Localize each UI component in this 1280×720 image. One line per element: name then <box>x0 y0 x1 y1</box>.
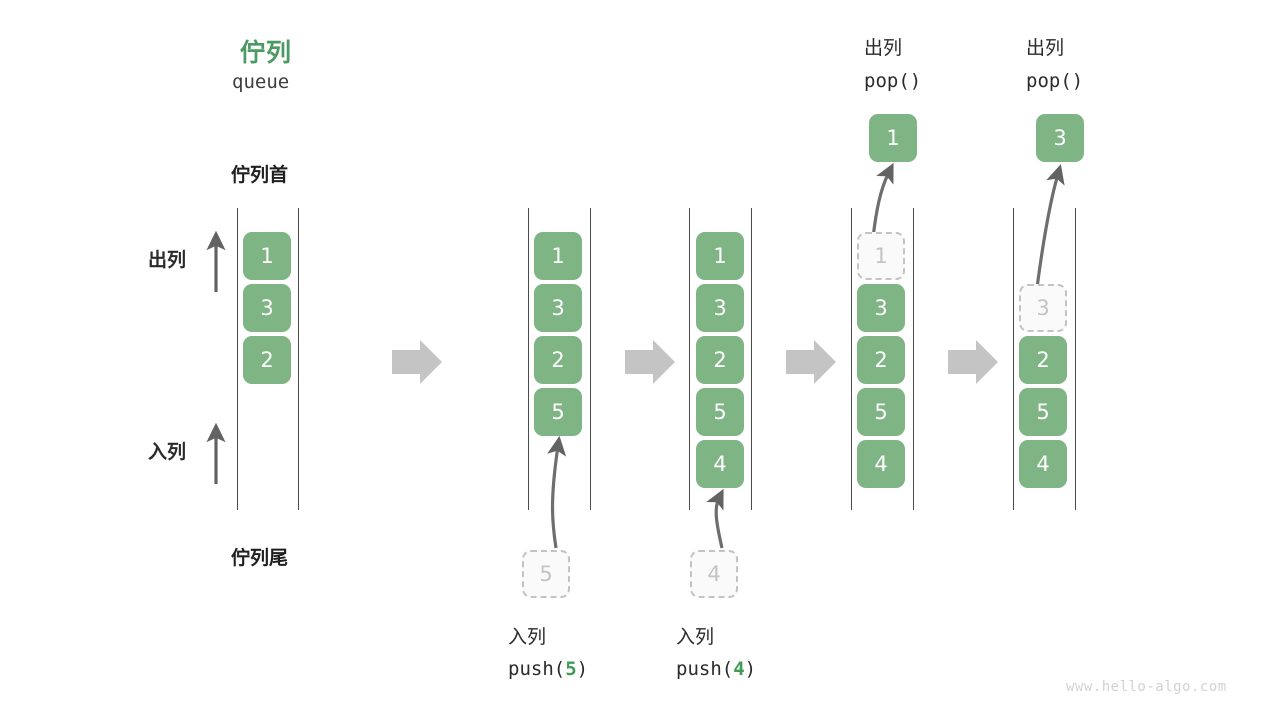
push-4-operation-label: 入列 <box>676 626 715 648</box>
queue-rail-right-3 <box>751 208 752 510</box>
push-4-prefix: push( <box>676 658 734 680</box>
queue-cell: 3 <box>857 284 905 332</box>
queue-cell: 5 <box>1019 388 1067 436</box>
watermark: www.hello-algo.com <box>1066 679 1227 695</box>
queue-rail-right-5 <box>1075 208 1076 510</box>
queue-cell: 4 <box>857 440 905 488</box>
queue-cell: 2 <box>534 336 582 384</box>
popped-cell: 3 <box>1036 114 1084 162</box>
transition-arrow-3 <box>786 340 836 384</box>
push-source-cell: 4 <box>690 550 738 598</box>
push-5-operation-code: push(5) <box>508 658 588 680</box>
push-source-cell: 5 <box>522 550 570 598</box>
push-4-operation-code: push(4) <box>676 658 756 680</box>
queue-cell: 4 <box>1019 440 1067 488</box>
queue-rail-right-1 <box>298 208 299 510</box>
push-5-suffix: ) <box>576 658 589 680</box>
push-5-operation-label: 入列 <box>508 626 547 648</box>
queue-cell: 3 <box>243 284 291 332</box>
queue-cell: 5 <box>696 388 744 436</box>
pop-3-arrow <box>1035 164 1065 289</box>
queue-rail-right-4 <box>913 208 914 510</box>
pop-3-operation-label: 出列 <box>1026 37 1065 59</box>
popped-cell: 1 <box>869 114 917 162</box>
queue-rail-left-4 <box>851 208 852 510</box>
queue-cell: 3 <box>534 284 582 332</box>
page-subtitle: queue <box>232 71 290 93</box>
push-5-prefix: push( <box>508 658 566 680</box>
enqueue-label: 入列 <box>148 441 187 463</box>
queue-rail-left-1 <box>237 208 238 510</box>
push-4-arrow <box>706 488 724 549</box>
queue-tail-label: 佇列尾 <box>231 547 289 569</box>
push-5-arrow <box>547 435 567 549</box>
push-4-value: 4 <box>733 658 745 680</box>
pop-1-arrow <box>871 162 894 239</box>
queue-cell: 5 <box>857 388 905 436</box>
queue-cell: 2 <box>696 336 744 384</box>
queue-rail-left-5 <box>1013 208 1014 510</box>
queue-cell: 1 <box>243 232 291 280</box>
push-4-suffix: ) <box>744 658 757 680</box>
dequeue-label: 出列 <box>148 249 187 271</box>
queue-cell: 1 <box>696 232 744 280</box>
transition-arrow-4 <box>948 340 998 384</box>
queue-cell: 2 <box>243 336 291 384</box>
pop-1-operation-code: pop() <box>864 70 922 92</box>
page-title: 佇列 <box>240 38 293 67</box>
queue-cell: 2 <box>857 336 905 384</box>
pop-1-operation-label: 出列 <box>864 37 903 59</box>
push-5-value: 5 <box>565 658 577 680</box>
queue-cell: 2 <box>1019 336 1067 384</box>
queue-cell: 4 <box>696 440 744 488</box>
queue-head-label: 佇列首 <box>231 164 289 186</box>
pop-3-operation-code: pop() <box>1026 70 1084 92</box>
queue-rail-left-3 <box>689 208 690 510</box>
queue-rail-right-2 <box>590 208 591 510</box>
transition-arrow-2 <box>625 340 675 384</box>
queue-cell: 3 <box>696 284 744 332</box>
queue-cell-removed: 3 <box>1019 284 1067 332</box>
transition-arrow-1 <box>392 340 442 384</box>
queue-cell: 1 <box>534 232 582 280</box>
queue-rail-left-2 <box>528 208 529 510</box>
queue-cell: 5 <box>534 388 582 436</box>
queue-cell-removed: 1 <box>857 232 905 280</box>
